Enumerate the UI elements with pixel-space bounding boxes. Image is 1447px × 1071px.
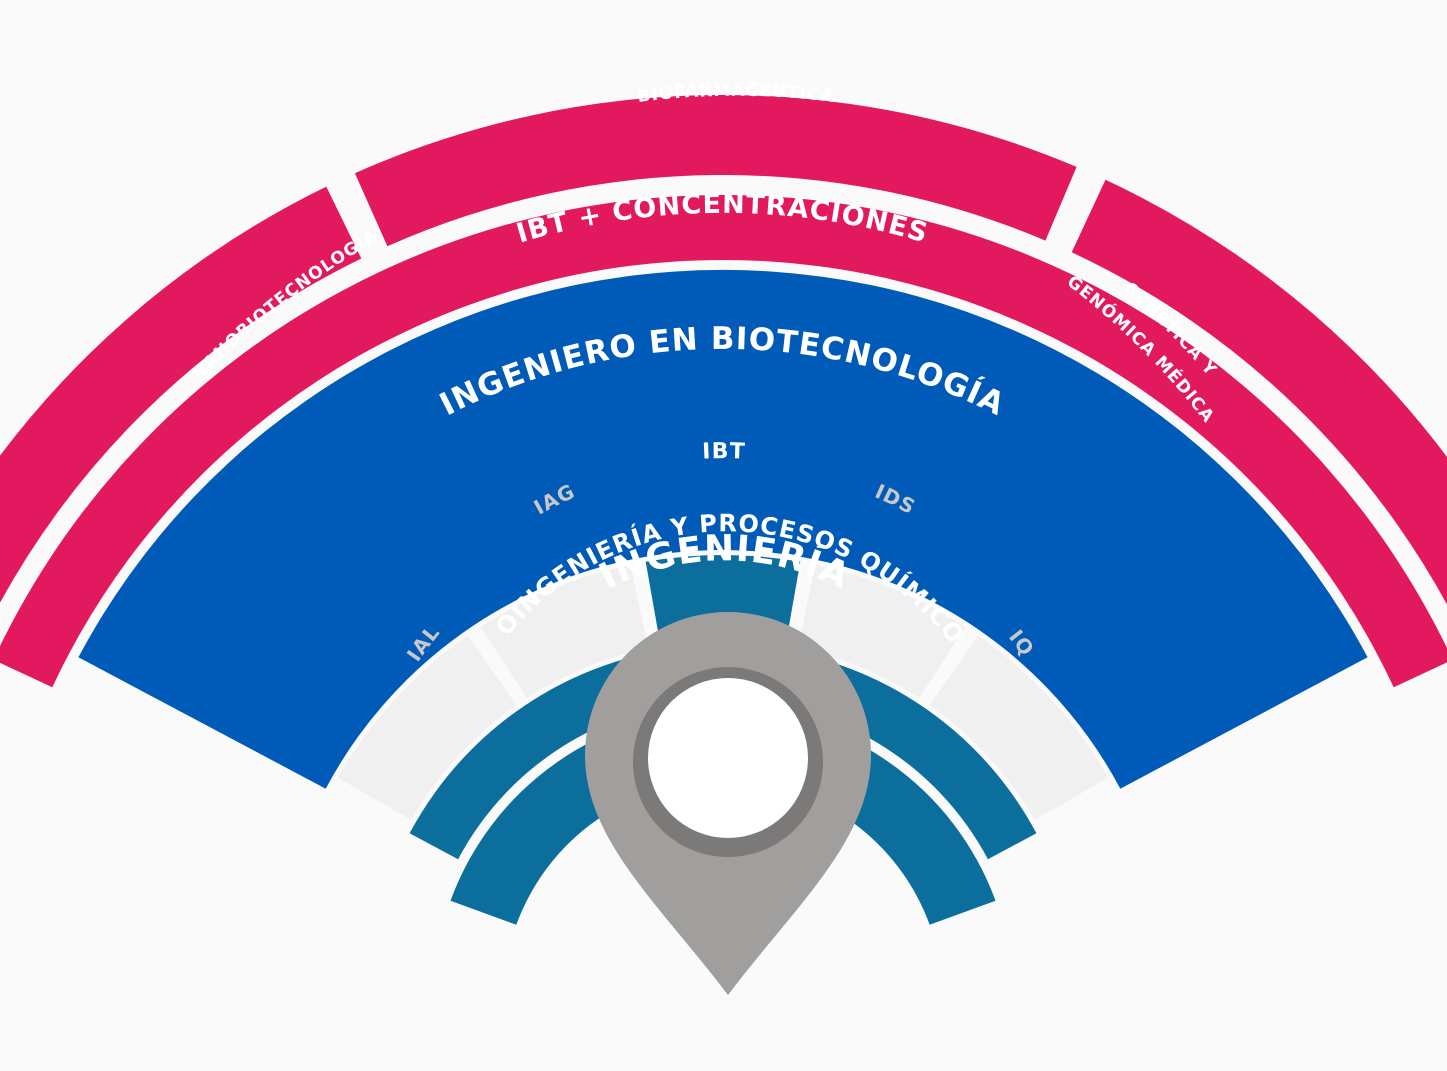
genetica-segment bbox=[1071, 179, 1447, 605]
program-ial-segment bbox=[337, 635, 517, 820]
degree-band bbox=[78, 269, 1368, 789]
program-iq-segment bbox=[929, 635, 1109, 820]
map-pin-icon bbox=[585, 612, 871, 995]
map-pin-hole bbox=[648, 678, 808, 838]
concentrations-ring bbox=[0, 194, 1447, 688]
program-ids-segment bbox=[797, 564, 966, 699]
biofarmaceutica-segment bbox=[354, 94, 1077, 247]
program-iag-segment bbox=[480, 564, 649, 699]
department-ring bbox=[409, 645, 1037, 860]
program-ibt-label: IBT bbox=[702, 439, 746, 465]
nanobiotecnologia-segment bbox=[0, 186, 362, 603]
